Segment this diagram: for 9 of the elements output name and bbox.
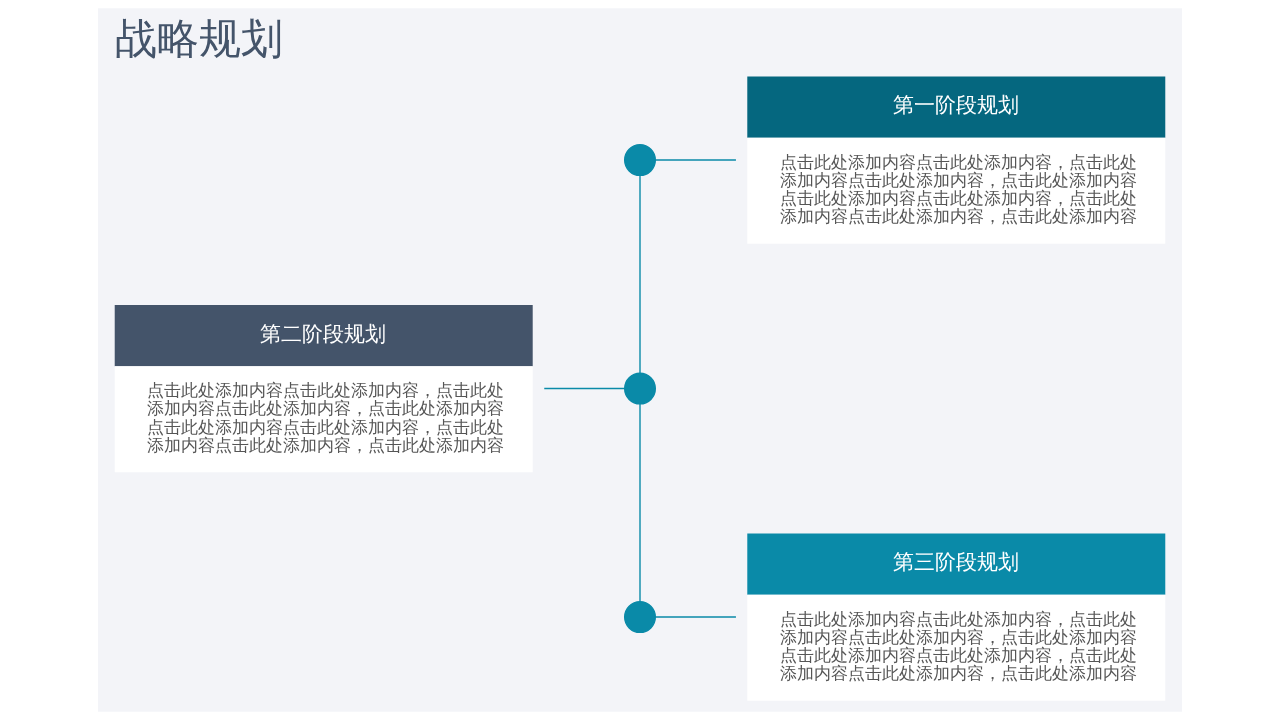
connector xyxy=(654,159,737,161)
diagram-title: 战略规划 xyxy=(115,13,284,63)
connector xyxy=(639,403,641,603)
node-circle xyxy=(623,144,657,177)
node-circle xyxy=(623,372,657,405)
connector xyxy=(654,616,737,618)
connector xyxy=(639,174,641,374)
node-circle xyxy=(623,601,657,634)
connector xyxy=(543,387,626,390)
